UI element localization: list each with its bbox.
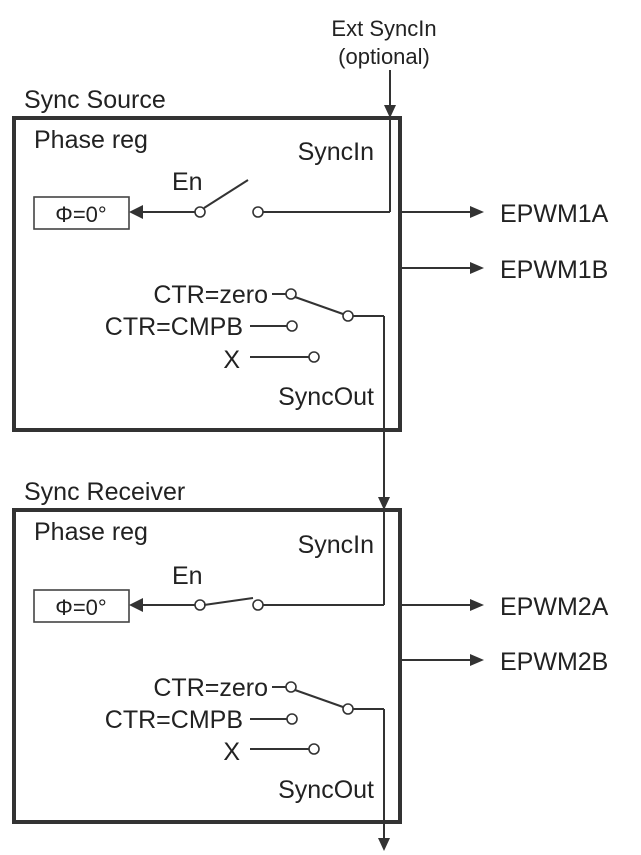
x-label: X (223, 738, 240, 766)
out-a-label: EPWM1A (500, 200, 609, 228)
out-b-arrow (470, 262, 484, 274)
phase-load-arrow (129, 205, 143, 219)
syncout-switch-lever (294, 689, 344, 708)
syncin-label: SyncIn (298, 138, 374, 166)
syncin-label: SyncIn (298, 531, 374, 559)
x-node (308, 351, 320, 363)
ctr-zero-label: CTR=zero (153, 281, 268, 309)
syncout-switch-node (342, 703, 354, 715)
switch-node (252, 599, 264, 611)
out-b-label: EPWM2B (500, 648, 608, 676)
en-label: En (172, 168, 203, 196)
module-title: Sync Receiver (24, 478, 185, 506)
module-sync-source: Sync Source Phase reg SyncIn En Φ=0° EPW… (12, 86, 609, 432)
ext-syncin-label: Ext SyncIn (331, 16, 436, 41)
switch-node (194, 599, 206, 611)
phase-value: Φ=0° (55, 202, 106, 227)
ctr-zero-node (285, 681, 297, 693)
phase-load-arrow (129, 598, 143, 612)
phase-value: Φ=0° (55, 595, 106, 620)
module-sync-receiver: Sync Receiver Phase reg SyncIn En Φ=0° E… (12, 478, 609, 838)
en-label: En (172, 562, 203, 590)
x-label: X (223, 346, 240, 374)
out-b-arrow (470, 654, 484, 666)
final-syncout-arrow (378, 838, 390, 851)
module-box (12, 508, 402, 824)
ext-syncin-optional-label: (optional) (338, 44, 430, 69)
syncout-switch-lever (294, 296, 344, 315)
ctr-zero-node (285, 288, 297, 300)
syncout-label: SyncOut (278, 776, 374, 804)
module-title: Sync Source (24, 86, 166, 114)
phase-value-box (33, 196, 130, 230)
out-b-label: EPWM1B (500, 256, 608, 284)
out-a-arrow (470, 206, 484, 218)
x-node (308, 743, 320, 755)
module-box (12, 116, 402, 432)
ctr-cmpb-label: CTR=CMPB (105, 706, 243, 734)
switch-node (252, 206, 264, 218)
enable-switch-lever (203, 179, 249, 209)
enable-switch-lever (203, 597, 254, 606)
phase-reg-label: Phase reg (34, 126, 148, 154)
ctr-cmpb-label: CTR=CMPB (105, 313, 243, 341)
sync-chain-arrow (378, 497, 390, 510)
switch-node (194, 206, 206, 218)
ext-syncin-arrow (384, 105, 396, 118)
out-a-arrow (470, 599, 484, 611)
ctr-cmpb-node (286, 713, 298, 725)
out-a-label: EPWM2A (500, 593, 609, 621)
syncout-switch-node (342, 310, 354, 322)
ctr-cmpb-node (286, 320, 298, 332)
syncout-label: SyncOut (278, 383, 374, 411)
ctr-zero-label: CTR=zero (153, 674, 268, 702)
phase-value-box (33, 589, 130, 623)
phase-reg-label: Phase reg (34, 518, 148, 546)
